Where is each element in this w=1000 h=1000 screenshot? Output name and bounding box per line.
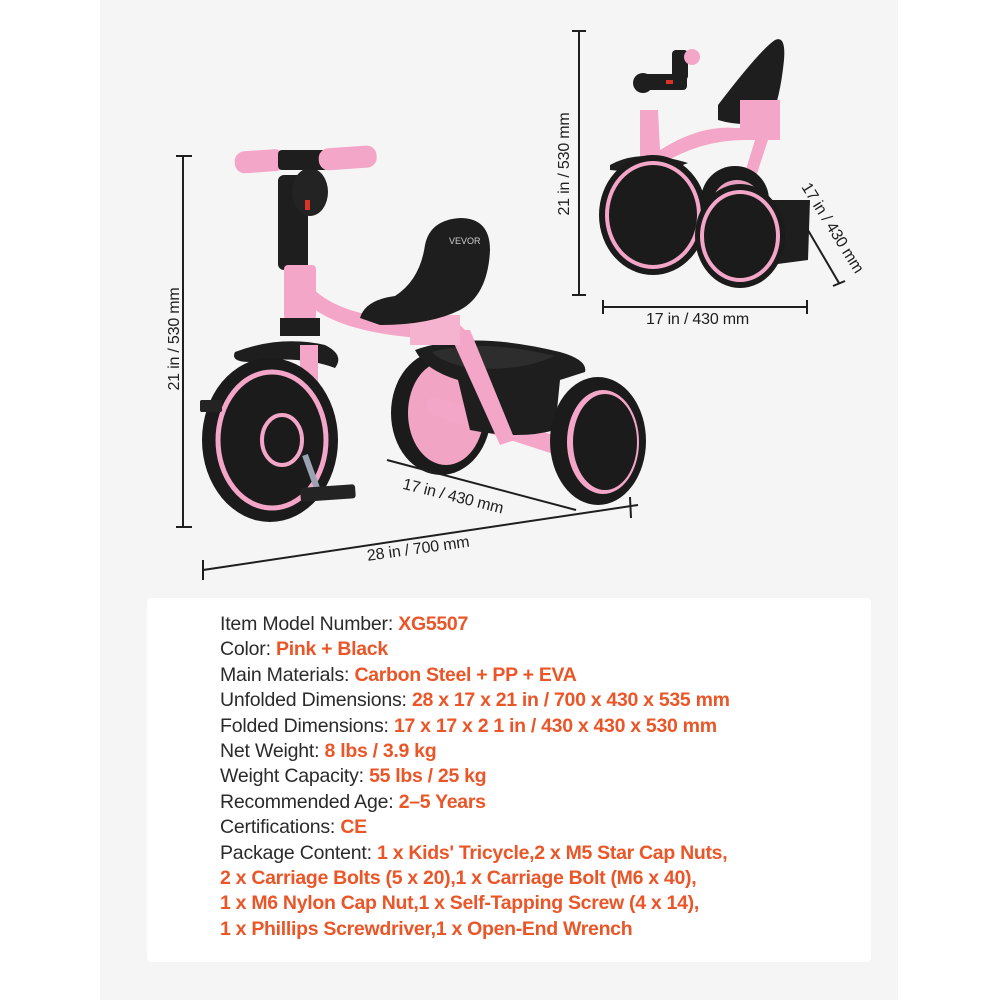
package-content-line: 2 x Carriage Bolts (5 x 20),1 x Carriage… xyxy=(220,867,697,890)
spec-materials: Main Materials: Carbon Steel + PP + EVA xyxy=(220,663,577,686)
folded-height-label: 21 in / 530 mm xyxy=(556,112,573,216)
spec-folded-dimensions: Folded Dimensions: 17 x 17 x 2 1 in / 43… xyxy=(220,714,717,737)
package-content-line: 1 x Phillips Screwdriver,1 x Open-End Wr… xyxy=(220,917,633,940)
seat-logo: VEVOR xyxy=(449,236,481,246)
package-content-line: 1 x M6 Nylon Cap Nut,1 x Self-Tapping Sc… xyxy=(220,892,699,915)
spec-color: Color: Pink + Black xyxy=(220,638,388,661)
tricycle-illustrations: VEVOR xyxy=(176,30,846,580)
folded-dimension-lines xyxy=(572,30,846,314)
spec-net-weight: Net Weight: 8 lbs / 3.9 kg xyxy=(220,740,437,763)
spec-recommended-age: Recommended Age: 2–5 Years xyxy=(220,790,486,813)
spec-weight-capacity: Weight Capacity: 55 lbs / 25 kg xyxy=(220,765,487,788)
folded-width-label: 17 in / 430 mm xyxy=(646,311,750,328)
specifications-list: Item Model Number: XG5507 Color: Pink + … xyxy=(220,612,730,942)
spec-package-content: Package Content: 1 x Kids' Tricycle,2 x … xyxy=(220,841,728,864)
spec-model-number: Item Model Number: XG5507 xyxy=(220,613,469,635)
folded-tricycle-image xyxy=(599,39,810,288)
spec-unfolded-dimensions: Unfolded Dimensions: 28 x 17 x 21 in / 7… xyxy=(220,689,730,712)
unfolded-height-label: 21 in / 530 mm xyxy=(166,287,183,391)
unfolded-tricycle-image: VEVOR xyxy=(200,145,646,522)
spec-certifications: Certifications: CE xyxy=(220,816,367,839)
specifications-card: Item Model Number: XG5507 Color: Pink + … xyxy=(147,598,871,962)
unfolded-dimension-lines xyxy=(176,155,639,580)
